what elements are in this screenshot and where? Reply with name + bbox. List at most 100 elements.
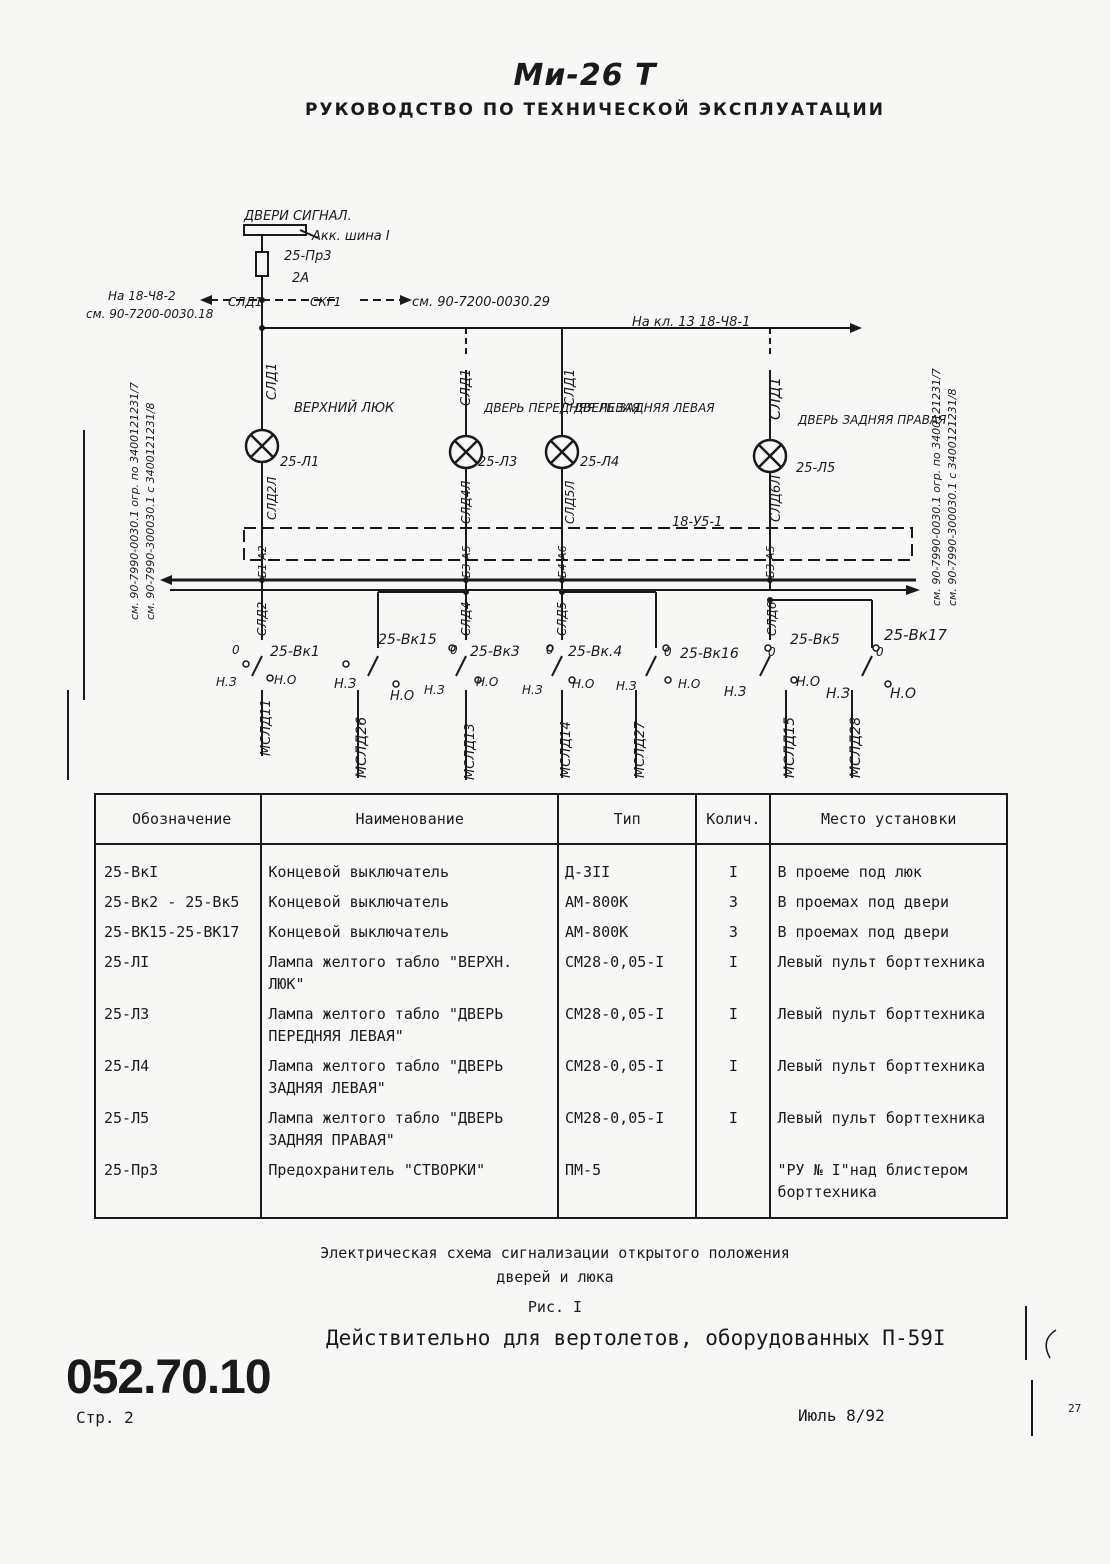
margin-marks: [1025, 1306, 1057, 1436]
wire-label: МСЛД26: [354, 717, 370, 778]
right-vertical-ref-1: см. 90-7990-0030.1 огр. по 3400121231/7: [930, 368, 943, 606]
lamp-1-pins: Б1 А2: [256, 545, 269, 578]
lamp-4-out: СЛД5Л: [563, 481, 577, 524]
lamp-5-out: СЛД6Л: [769, 475, 784, 522]
contact-nz: Н.З: [216, 675, 237, 689]
cell-qty: I: [695, 947, 772, 999]
wire-sld1: СЛД1: [563, 369, 578, 406]
switch-label: 25-Вк16: [680, 646, 739, 662]
contact-nz: Н.З: [424, 683, 445, 697]
revision-date: Июль 8/92: [798, 1406, 885, 1425]
figure-caption-line1: Электрическая схема сигнализации открыто…: [320, 1244, 790, 1262]
cell-qty: I: [695, 844, 772, 887]
wire-label: МСЛД11: [259, 699, 274, 756]
sheet-number: 27: [1068, 1402, 1082, 1415]
sw-wire-3: СЛД4: [459, 602, 473, 636]
cell-designation: 25-Л4: [93, 1051, 263, 1103]
cell-designation: 25-Вк2 - 25-Вк5: [93, 887, 263, 917]
contact-o: 0: [664, 645, 672, 659]
fuse-symbol: [255, 251, 269, 277]
lamp-icon: [448, 434, 484, 470]
cell-qty: [695, 1155, 772, 1218]
cell-location: Левый пульт борттехника: [769, 999, 1008, 1051]
lamp-3-pins: Б3 А5: [460, 545, 473, 578]
cell-qty: I: [695, 1103, 772, 1155]
contact-no: Н.О: [476, 675, 498, 689]
lamp-4-id: 25-Л4: [580, 455, 619, 470]
cell-qty: 3: [695, 887, 772, 917]
cell-designation: 25-Л5: [93, 1103, 263, 1155]
sw-wire-1: СЛД2: [255, 602, 269, 636]
cell-designation: 25-ВК15-25-ВК17: [93, 917, 263, 947]
header-location: Место установки: [769, 793, 1008, 845]
switch-label: 25-Вк1: [270, 644, 320, 660]
cell-location: "РУ № I"над блистером борттехника: [769, 1155, 1008, 1218]
contact-no: Н.О: [572, 677, 594, 691]
fuse-label: 25-Пр3: [284, 249, 332, 264]
document-number: 052.70.10: [66, 1351, 272, 1404]
contact-no: Н.О: [890, 686, 916, 702]
switch-label: 25-Вк17: [884, 626, 947, 644]
wire-sld1: СЛД1: [265, 363, 280, 400]
lamp-icon: [244, 428, 280, 464]
contact-o: 0: [546, 643, 554, 657]
wire-label: МСЛД27: [633, 721, 648, 778]
cell-designation: 25-Л3: [93, 999, 263, 1051]
lamp-icon: [752, 438, 788, 474]
connector-label: 18-У5-1: [672, 515, 722, 530]
cell-name: Концевой выключатель: [260, 844, 559, 887]
skg1-label: СКГ1: [310, 295, 341, 309]
cell-type: СМ28-0,05-I: [556, 999, 698, 1051]
cell-type: СМ28-0,05-I: [556, 947, 698, 999]
cell-designation: 25-ЛI: [93, 947, 263, 999]
left-vertical-ref-1: см. 90-7990-0030.1 огр. по 3400121231/7: [128, 382, 141, 620]
cell-type: Д-3II: [556, 844, 698, 887]
cell-type: АМ-800К: [556, 887, 698, 917]
cell-name: Лампа желтого табло "ДВЕРЬ ПЕРЕДНЯЯ ЛЕВА…: [260, 999, 559, 1051]
lamp-3-label: ДВЕРЬ ПЕРЕДНЯЯ ЛЕВАЯ: [483, 401, 641, 415]
sw-wire-4: СЛД5: [555, 602, 569, 636]
figure-caption-line2: дверей и люка: [496, 1268, 614, 1286]
right-ref-2: На кл. 13 18-Ч8-1: [632, 315, 750, 330]
switch-label: 25-Вк.4: [568, 644, 622, 660]
right-vertical-ref-2: см. 90-7990-300030.1 с 3400121231/8: [946, 389, 959, 607]
header-type: Тип: [556, 793, 698, 845]
signal-bus-label: ДВЕРИ СИГНАЛ.: [243, 209, 352, 224]
lamp-4-pins: Б4 А6: [556, 545, 569, 578]
wire-label: МСЛД13: [463, 723, 478, 780]
contact-no: Н.О: [678, 677, 700, 691]
lamp-4-label: ДВЕРЬ ЗАДНЯЯ ЛЕВАЯ: [573, 401, 715, 415]
wire-label: МСЛД28: [848, 717, 864, 778]
contact-nz: Н.З: [724, 685, 746, 700]
left-ref-2: см. 90-7200-0030.18: [86, 307, 214, 321]
parts-table: Обозначение Наименование Тип Колич. Мест…: [93, 793, 1008, 1219]
lamp-1-label: ВЕРХНИЙ ЛЮК: [294, 400, 395, 416]
contact-o: 0: [232, 643, 240, 657]
lamp-1-id: 25-Л1: [280, 455, 319, 470]
aircraft-model: Ми-26 Т: [513, 58, 657, 93]
lamp-5-pins: Б3 А5: [764, 545, 777, 578]
manual-title: РУКОВОДСТВО ПО ТЕХНИЧЕСКОЙ ЭКСПЛУАТАЦИИ: [305, 100, 885, 120]
cell-type: СМ28-0,05-I: [556, 1051, 698, 1103]
wire-sld1: СЛД1: [459, 369, 474, 406]
right-ref: см. 90-7200-0030.29: [412, 295, 550, 310]
battery-bus-label: Акк. шина I: [311, 229, 390, 244]
cell-name: Лампа желтого табло "ДВЕРЬ ЗАДНЯЯ ПРАВАЯ…: [260, 1103, 559, 1155]
connector-box: [243, 527, 913, 561]
cell-type: АМ-800К: [556, 917, 698, 947]
cell-location: Левый пульт борттехника: [769, 1051, 1008, 1103]
fuse-rating: 2А: [292, 271, 309, 286]
lamp-1-out: СЛД2Л: [265, 477, 279, 520]
contact-no: Н.О: [390, 689, 414, 704]
contact-o: 0: [450, 643, 458, 657]
cell-location: В проеме под люк: [769, 844, 1008, 887]
cell-qty: I: [695, 999, 772, 1051]
contact-no: Н.О: [796, 675, 820, 690]
lamp-icon: [544, 434, 580, 470]
